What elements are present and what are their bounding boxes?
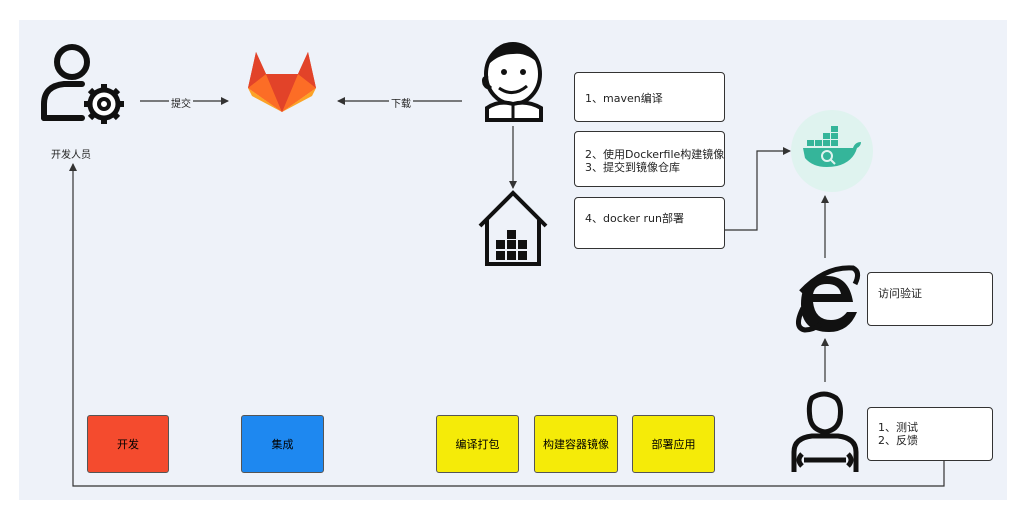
note-access-verify: 访问验证: [867, 272, 993, 326]
edge-download-label: 下载: [389, 95, 413, 110]
note-test-feedback: 1、测试 2、反馈: [867, 407, 993, 461]
stage-deploy-app: 部署应用: [632, 415, 715, 473]
edge-deploy-docker: [725, 147, 791, 231]
note-access-verify-text: 访问验证: [878, 287, 922, 300]
note-docker-build-line2: 3、提交到镜像仓库: [585, 161, 680, 174]
note-docker-run-text: 4、docker run部署: [585, 212, 684, 225]
stage-develop-label: 开发: [117, 438, 139, 451]
note-maven-compile: 1、maven编译: [574, 72, 725, 122]
docker-whale-icon: [791, 110, 873, 192]
tester-wrench-icon: [791, 391, 859, 472]
developer-label: 开发人员: [51, 150, 91, 161]
note-docker-run: 4、docker run部署: [574, 197, 725, 249]
stage-deploy-app-label: 部署应用: [651, 438, 696, 451]
note-docker-build: 2、使用Dockerfile构建镜像 3、提交到镜像仓库: [574, 131, 725, 187]
edge-feedback: [69, 163, 945, 487]
warehouse-icon: [478, 190, 548, 266]
gitlab-fox-icon: [248, 52, 316, 112]
developer-gear-icon: [41, 44, 124, 124]
stage-build-image-label: 构建容器镜像: [543, 438, 609, 451]
internet-explorer-icon: [796, 265, 861, 333]
jenkins-butler-icon: [482, 42, 543, 122]
note-docker-build-line1: 2、使用Dockerfile构建镜像: [585, 148, 725, 161]
note-test-feedback-line1: 1、测试: [878, 421, 918, 434]
stage-compile-package-label: 编译打包: [455, 438, 500, 451]
edge-submit-label: 提交: [169, 95, 193, 110]
stage-build-image: 构建容器镜像: [534, 415, 618, 473]
note-test-feedback-line2: 2、反馈: [878, 434, 918, 447]
note-maven-compile-text: 1、maven编译: [585, 92, 663, 105]
stage-integrate: 集成: [241, 415, 324, 473]
stage-develop: 开发: [87, 415, 169, 473]
stage-compile-package: 编译打包: [436, 415, 519, 473]
stage-integrate-label: 集成: [271, 438, 294, 451]
